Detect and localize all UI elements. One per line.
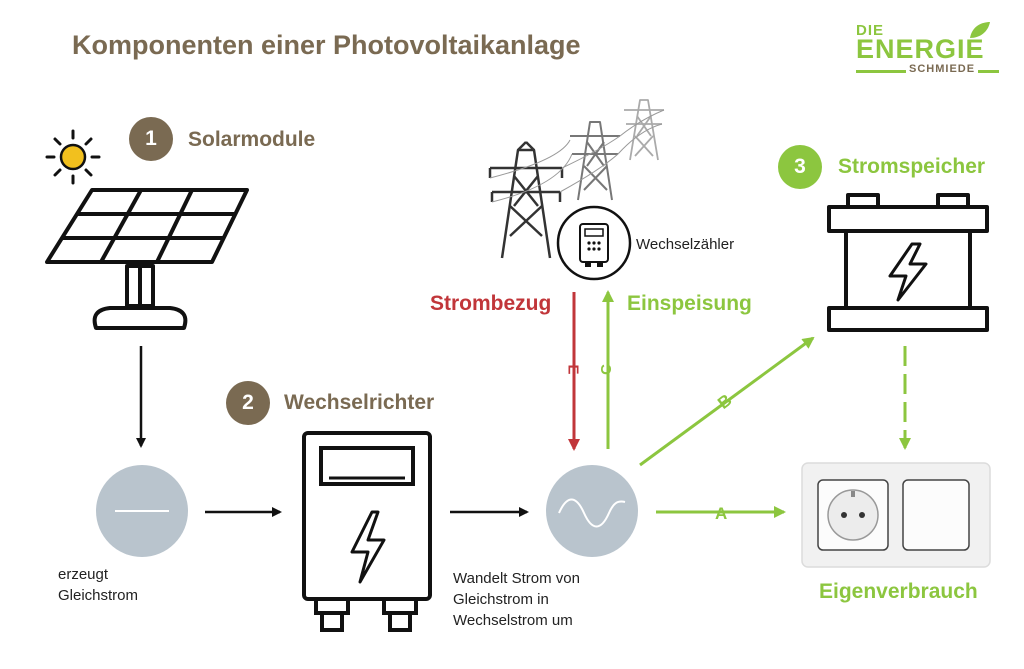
note-inverter-line-2: Gleichstrom in xyxy=(453,591,549,608)
step-label-solarmodule: Solarmodule xyxy=(188,128,316,151)
brand-logo: DIE ENERGIE SCHMIEDE xyxy=(856,20,1006,80)
green-flow-arrows xyxy=(602,290,911,518)
arrow-battery-charge xyxy=(639,336,815,467)
battery-icon xyxy=(827,193,989,332)
note-inverter: Wandelt Strom von Gleichstrom in Wechsel… xyxy=(453,568,580,631)
logo-text-die: DIE xyxy=(856,22,885,39)
step-badge-3: 3 xyxy=(778,145,822,189)
page-title: Komponenten einer Photovoltaikanlage xyxy=(72,30,581,60)
step-label-stromspeicher: Stromspeicher xyxy=(838,155,986,178)
ac-symbol-icon xyxy=(546,465,638,557)
electric-meter-icon xyxy=(556,205,632,281)
inverter-icon xyxy=(302,431,432,632)
power-pylon-icon xyxy=(488,99,665,259)
note-meter: Wechselzähler xyxy=(636,236,735,253)
logo-leaf-icon xyxy=(970,22,990,38)
note-dc: erzeugt Gleichstrom xyxy=(58,564,138,606)
note-inverter-line-3: Wechselstrom um xyxy=(453,612,573,629)
dc-flow-arrows xyxy=(136,346,529,517)
step-badge-2: 2 xyxy=(226,381,270,425)
label-strombezug: Strombezug xyxy=(430,292,552,315)
socket-switch-icon xyxy=(801,462,991,568)
solar-panel-icon xyxy=(45,188,249,330)
arrow-letter-a: A xyxy=(712,504,731,524)
note-inverter-line-1: Wandelt Strom von xyxy=(453,570,580,587)
dc-symbol-icon xyxy=(96,465,188,557)
step-badge-1: 1 xyxy=(129,117,173,161)
logo-text-schmiede: SCHMIEDE xyxy=(906,63,979,75)
note-dc-line-2: Gleichstrom xyxy=(58,587,139,604)
label-einspeisung: Einspeisung xyxy=(627,292,752,315)
label-eigenverbrauch: Eigenverbrauch xyxy=(819,580,978,603)
sun-icon xyxy=(45,129,101,185)
logo-text-energie: ENERGIE xyxy=(856,34,985,64)
step-label-wechselrichter: Wechselrichter xyxy=(284,391,435,414)
note-dc-line-1: erzeugt xyxy=(58,566,109,583)
